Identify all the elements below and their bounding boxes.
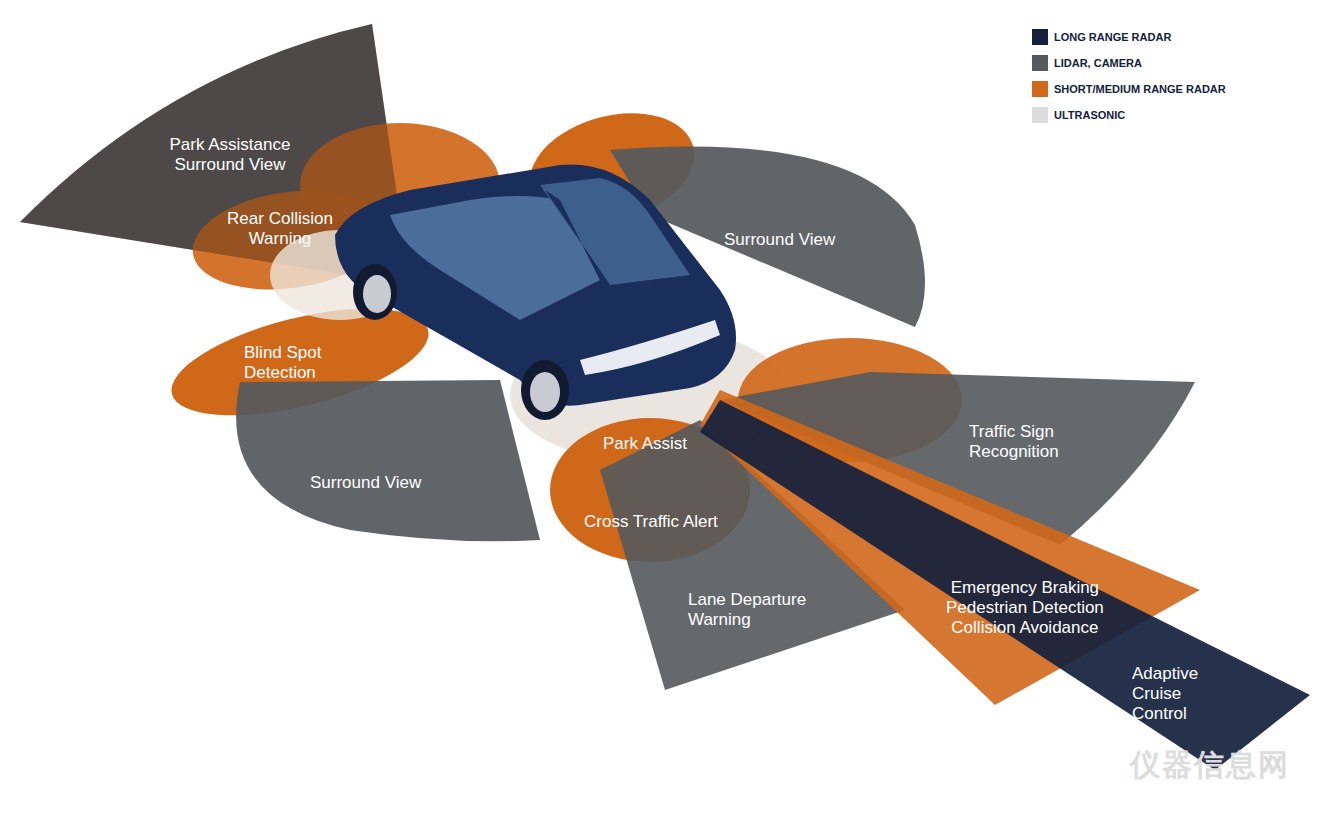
coverage-zone-label: Surround View xyxy=(310,473,421,493)
legend-entry: LIDAR, CAMERA xyxy=(1032,50,1226,76)
legend-entry: LONG RANGE RADAR xyxy=(1032,24,1226,50)
zone-text: Cross Traffic Alert xyxy=(584,512,718,532)
legend-text: LIDAR, CAMERA xyxy=(1054,57,1142,69)
zone-text: Rear Collision Warning xyxy=(220,209,340,249)
legend-entry: ULTRASONIC xyxy=(1032,102,1226,128)
zone-text: Adaptive Cruise Control xyxy=(1132,664,1212,724)
coverage-zone-label: Surround View xyxy=(724,230,835,250)
legend-text: ULTRASONIC xyxy=(1054,109,1125,121)
legend-entry: SHORT/MEDIUM RANGE RADAR xyxy=(1032,76,1226,102)
coverage-zone-label: Park Assist xyxy=(603,434,687,454)
legend-swatch xyxy=(1032,81,1048,97)
long-range-beam xyxy=(700,400,1310,770)
watermark: 仪器信息网 xyxy=(1130,745,1290,786)
coverage-zone-label: Park Assistance Surround View xyxy=(160,135,300,175)
coverage-zone-label: Traffic Sign Recognition xyxy=(969,422,1084,462)
zone-text: Pedestrian Detection xyxy=(946,598,1104,618)
zone-text: Surround View xyxy=(724,230,835,250)
legend-swatch xyxy=(1032,29,1048,45)
coverage-zone-label: Adaptive Cruise Control xyxy=(1132,664,1212,724)
legend-swatch xyxy=(1032,55,1048,71)
zone-text: Park Assistance Surround View xyxy=(160,135,300,175)
zone-text: Emergency Braking xyxy=(946,578,1104,598)
coverage-zone-label: Emergency BrakingPedestrian DetectionCol… xyxy=(946,578,1104,638)
legend-text: SHORT/MEDIUM RANGE RADAR xyxy=(1054,83,1226,95)
legend-swatch xyxy=(1032,107,1048,123)
coverage-zone-label: Cross Traffic Alert xyxy=(584,512,718,532)
zone-text: Traffic Sign Recognition xyxy=(969,422,1084,462)
zone-text: Park Assist xyxy=(603,434,687,454)
car xyxy=(335,164,736,420)
coverage-zone-label: Lane Departure Warning xyxy=(688,590,818,630)
zone-text: Surround View xyxy=(310,473,421,493)
coverage-zone-label: Blind Spot Detection xyxy=(244,343,339,383)
zone-text: Lane Departure Warning xyxy=(688,590,818,630)
zone-text: Blind Spot Detection xyxy=(244,343,339,383)
camera-zone xyxy=(236,380,540,541)
legend: LONG RANGE RADAR LIDAR, CAMERA SHORT/MEDIU… xyxy=(1032,24,1226,128)
coverage-zone-label: Rear Collision Warning xyxy=(220,209,340,249)
legend-text: LONG RANGE RADAR xyxy=(1054,31,1171,43)
zone-text: Collision Avoidance xyxy=(946,618,1104,638)
